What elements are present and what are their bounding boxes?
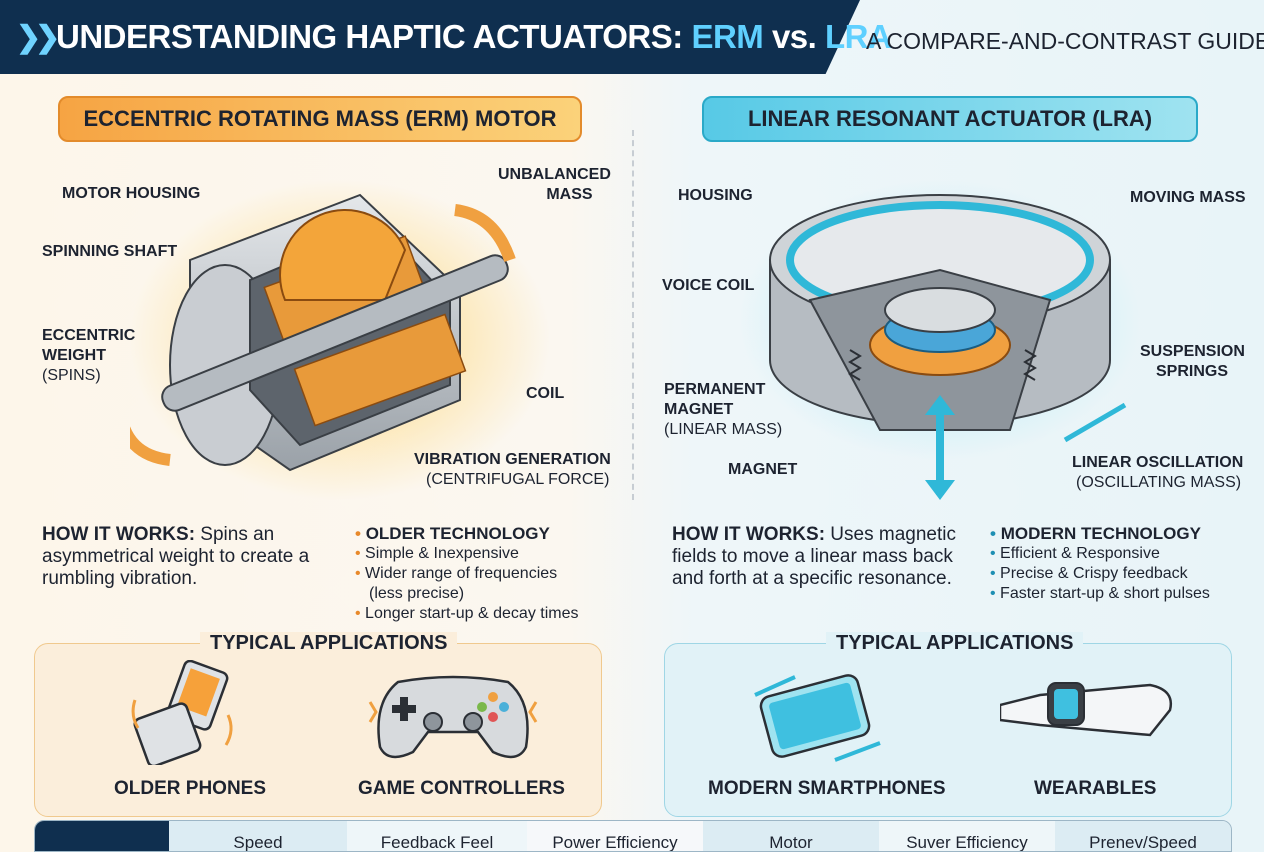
app-label-modern-smartphones: MODERN SMARTPHONES	[708, 778, 946, 799]
game-controller-icon	[368, 675, 538, 759]
section-divider	[632, 130, 634, 500]
lra-how-it-works: HOW IT WORKS: Uses magnetic fields to mo…	[672, 524, 956, 589]
lra-bullets: • MODERN TECHNOLOGY • Efficient & Respon…	[990, 524, 1210, 602]
table-header-cell: Motor	[703, 821, 879, 851]
lra-actuator-illustration	[740, 180, 1140, 500]
page-subtitle: A COMPARE-AND-CONTRAST GUIDE	[866, 28, 1264, 54]
table-header-cell	[35, 821, 169, 851]
lra-heading: LINEAR RESONANT ACTUATOR (LRA)	[702, 96, 1198, 142]
erm-how-it-works: HOW IT WORKS: Spins an asymmetrical weig…	[42, 524, 310, 589]
app-label-game-controllers: GAME CONTROLLERS	[358, 778, 565, 799]
erm-bullets: • OLDER TECHNOLOGY • Simple & Inexpensiv…	[355, 524, 579, 622]
label-spinning-shaft: SPINNING SHAFT	[42, 243, 178, 260]
comparison-table-header: Speed Feedback Feel Power Efficiency Mot…	[34, 820, 1232, 852]
table-header-cell: Feedback Feel	[347, 821, 527, 851]
label-linear-oscillation: LINEAR OSCILLATION(OSCILLATING MASS)	[1072, 454, 1244, 491]
flip-phone-icon	[131, 660, 233, 765]
label-magnet: MAGNET	[728, 461, 798, 478]
table-header-cell: Power Efficiency	[527, 821, 703, 851]
label-motor-housing: MOTOR HOUSING	[62, 185, 201, 202]
page-title: UNDERSTANDING HAPTIC ACTUATORS: ERM vs. …	[56, 18, 892, 55]
label-housing: HOUSING	[678, 187, 753, 204]
smartwatch-icon	[1000, 682, 1173, 737]
table-header-cell: Speed	[169, 821, 347, 851]
lra-applications-title: TYPICAL APPLICATIONS	[826, 632, 1084, 655]
erm-applications-title: TYPICAL APPLICATIONS	[200, 632, 458, 655]
label-coil: COIL	[526, 385, 565, 402]
label-voice-coil: VOICE COIL	[662, 277, 755, 294]
chevron-right-icon: ❯❯	[16, 21, 60, 54]
table-header-cell: Suver Efficiency	[879, 821, 1055, 851]
smartphone-icon	[754, 674, 881, 762]
app-label-wearables: WEARABLES	[1034, 778, 1157, 799]
app-label-older-phones: OLDER PHONES	[114, 778, 267, 799]
label-vibration-generation: VIBRATION GENERATION(CENTRIFUGAL FORCE)	[414, 451, 611, 488]
erm-heading: ECCENTRIC ROTATING MASS (ERM) MOTOR	[58, 96, 582, 142]
label-moving-mass: MOVING MASS	[1130, 189, 1246, 206]
header-banner	[0, 0, 860, 74]
erm-motor-illustration	[130, 180, 550, 500]
table-header-cell: Prenev/Speed	[1055, 821, 1231, 851]
